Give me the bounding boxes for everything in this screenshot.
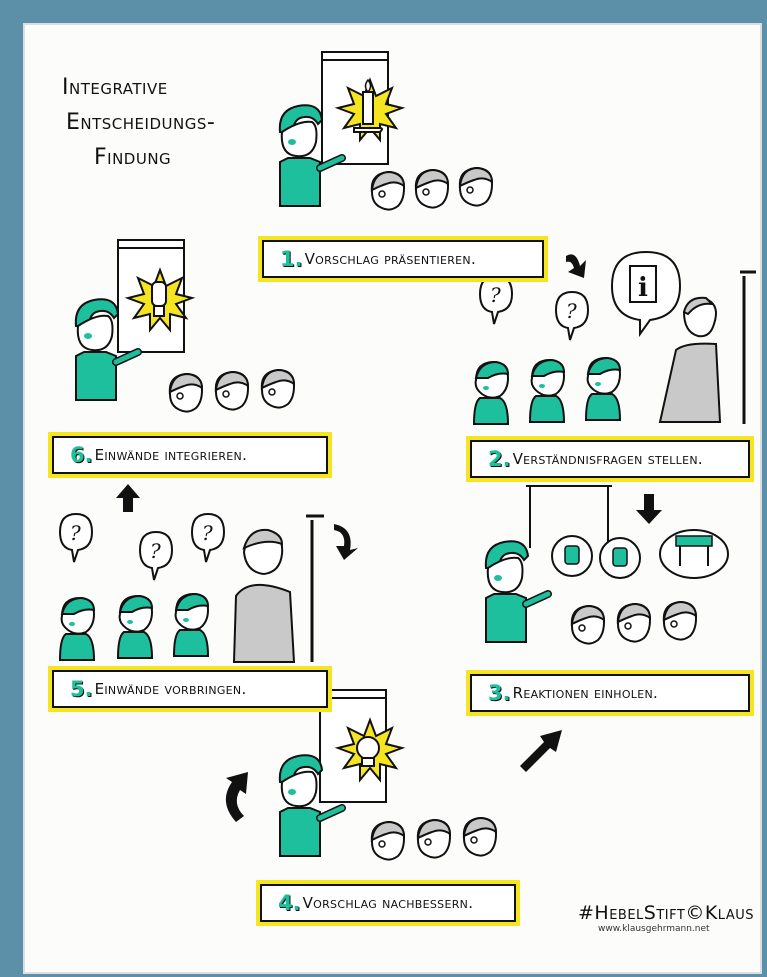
question-icon <box>59 513 93 563</box>
question-icon <box>479 275 513 325</box>
step-1-box: 1. Vorschlag präsentieren. <box>258 236 548 282</box>
objector-5c <box>173 593 209 657</box>
diagram-title: Integrative Entscheidungs- Findung <box>62 70 215 175</box>
svg-text:i: i <box>638 273 648 303</box>
step2-scene: i <box>473 250 756 425</box>
objector-5a <box>59 597 95 661</box>
step-4-box: 4. Vorschlag nachbessern. <box>256 880 520 926</box>
listener-6b <box>214 371 249 411</box>
listener-1b <box>414 169 449 209</box>
question-icon <box>139 531 173 581</box>
step5-scene <box>59 484 358 663</box>
step-6-number: 6. <box>70 443 93 467</box>
step-2-box: 2. Verständnisfragen stellen. <box>466 436 754 482</box>
signature: #HebelStift©Klaus www.klausgehrmann.net <box>578 902 754 934</box>
lightbulb-icon <box>356 736 380 767</box>
listener-3b <box>616 603 651 643</box>
asker-2b <box>529 359 565 423</box>
listener-3a <box>570 605 605 645</box>
title-line-1: Integrative <box>62 75 168 100</box>
listener-6a <box>168 373 203 413</box>
arrow-icon <box>334 524 358 560</box>
step-5-box: 5. Einwände vorbringen. <box>48 666 332 712</box>
arrow-icon <box>566 254 586 278</box>
step-3-label: Reaktionen einholen. <box>512 684 659 702</box>
question-icon <box>191 513 225 563</box>
step-5-label: Einwände vorbringen. <box>94 680 247 698</box>
step-6-box: 6. Einwände integrieren. <box>48 432 332 478</box>
title-line-3: Findung <box>94 145 172 170</box>
step-3-box: 3. Reaktionen einholen. <box>466 670 754 716</box>
thinker-figure <box>232 528 296 663</box>
step-4-number: 4. <box>278 891 301 915</box>
signature-main: #HebelStift©Klaus <box>578 902 754 924</box>
step3-scene <box>486 485 729 645</box>
listener-4a <box>370 821 405 861</box>
arrow-icon <box>636 494 662 524</box>
thumbs-down-icon <box>599 537 641 579</box>
step-3-number: 3. <box>488 681 511 705</box>
step4-scene <box>225 689 562 861</box>
arrow-icon <box>520 730 562 772</box>
step-2-label: Verständnisfragen stellen. <box>512 450 703 468</box>
step-4-label: Vorschlag nachbessern. <box>302 894 474 912</box>
step-1-number: 1. <box>280 247 303 271</box>
step-1-label: Vorschlag präsentieren. <box>304 250 477 268</box>
listener-6c <box>260 369 295 409</box>
step1-scene <box>280 51 493 211</box>
presenter-3 <box>486 541 548 642</box>
objector-5b <box>117 595 153 659</box>
arrow-icon <box>225 772 248 822</box>
info-icon: i <box>610 250 682 338</box>
listener-1a <box>370 171 405 211</box>
asker-2a <box>473 361 509 425</box>
step-6-label: Einwände integrieren. <box>94 446 248 464</box>
barrier-icon <box>659 529 729 579</box>
step-2-number: 2. <box>488 447 511 471</box>
lightbulb-icon <box>151 281 167 317</box>
listener-3c <box>662 601 697 641</box>
asker-2c <box>585 357 621 421</box>
question-icon <box>555 291 589 341</box>
title-line-2: Entscheidungs- <box>66 110 216 135</box>
thumbs-up-icon <box>551 535 593 577</box>
signature-url: www.klausgehrmann.net <box>598 924 710 934</box>
listener-4b <box>416 819 451 859</box>
step6-scene <box>76 239 295 413</box>
expert-figure <box>658 296 722 423</box>
mic-stand-2 <box>740 270 756 424</box>
arrow-icon <box>116 484 140 512</box>
listener-1c <box>458 167 493 207</box>
candle-icon <box>353 78 383 133</box>
mic-stand-5 <box>306 514 324 662</box>
listener-4c <box>462 817 497 857</box>
step-5-number: 5. <box>70 677 93 701</box>
